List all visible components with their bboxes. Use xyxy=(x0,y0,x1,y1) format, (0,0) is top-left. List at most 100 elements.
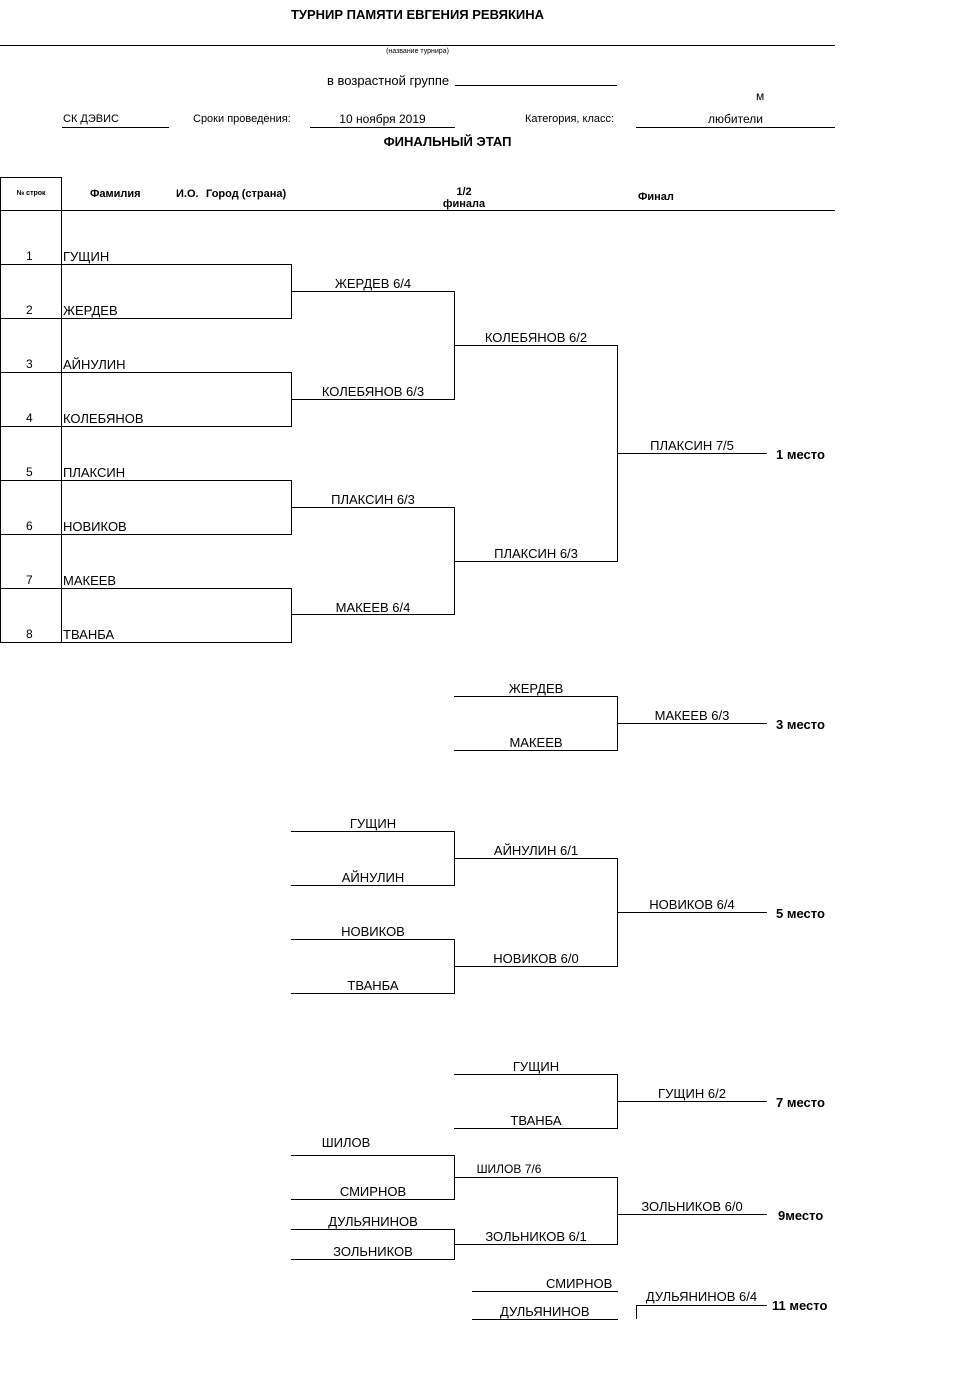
bracket-line xyxy=(291,993,455,994)
player-name: АЙНУЛИН xyxy=(63,357,126,372)
tournament-title: ТУРНИР ПАМЯТИ ЕВГЕНИЯ РЕВЯКИНА xyxy=(290,7,545,22)
placement-result: НОВИКОВ 6/4 xyxy=(649,897,735,912)
row-divider xyxy=(0,642,292,643)
bracket-line xyxy=(291,1199,455,1200)
bracket-line xyxy=(454,750,618,751)
bracket-line xyxy=(291,1229,455,1230)
bracket-line xyxy=(291,1259,455,1260)
gender-mark: м xyxy=(756,89,765,103)
bracket-line xyxy=(636,1305,767,1306)
player-name: ГУЩИН xyxy=(63,249,110,264)
player-slot: ШИЛОВ xyxy=(321,1135,371,1150)
bracket-line xyxy=(472,1319,618,1320)
qf-result: ПЛАКСИН 6/3 xyxy=(331,492,415,507)
bracket-line xyxy=(291,885,455,886)
placement-result: ДУЛЬЯНИНОВ 6/4 xyxy=(645,1289,758,1304)
bracket-line xyxy=(291,939,455,940)
row-number: 6 xyxy=(26,519,33,533)
col-row-no: № строк xyxy=(16,190,46,197)
player-slot: ГУЩИН xyxy=(349,816,397,831)
row-number: 4 xyxy=(26,411,33,425)
player-name: КОЛЕБЯНОВ xyxy=(63,411,144,426)
bracket-connector xyxy=(636,1305,637,1319)
dates-underline xyxy=(310,127,455,128)
place-label: 7 место xyxy=(776,1095,825,1110)
player-name: ТВАНБА xyxy=(63,627,115,642)
row-number: 5 xyxy=(26,465,33,479)
bracket-line xyxy=(617,1214,767,1215)
row-number: 2 xyxy=(26,303,33,317)
bracket-line xyxy=(454,1177,618,1178)
player-slot: СМИРНОВ xyxy=(339,1184,407,1199)
player-slot: СМИРНОВ xyxy=(546,1276,613,1291)
club-name: СК ДЭВИС xyxy=(63,113,119,125)
player-slot: НОВИКОВ xyxy=(341,924,405,939)
place-label: 11 место xyxy=(772,1298,828,1313)
bracket-line xyxy=(291,399,455,400)
row-divider xyxy=(0,426,292,427)
player-slot: ЖЕРДЕВ xyxy=(508,681,564,696)
bracket-line xyxy=(454,1128,618,1129)
bracket-line xyxy=(454,696,618,697)
player-slot: ТВАНБА xyxy=(347,978,399,993)
place-label: 3 место xyxy=(776,717,825,732)
bracket-line xyxy=(617,1101,767,1102)
bracket-line xyxy=(291,831,455,832)
player-name: ЖЕРДЕВ xyxy=(63,303,118,318)
title-underline xyxy=(0,45,835,46)
player-name: НОВИКОВ xyxy=(63,519,127,534)
sf-result: АЙНУЛИН 6/1 xyxy=(493,843,579,858)
placement-result: ГУЩИН 6/2 xyxy=(658,1086,726,1101)
col-final: Финал xyxy=(638,191,674,203)
bracket-line xyxy=(454,858,618,859)
player-slot: ГУЩИН xyxy=(512,1059,560,1074)
row-number: 1 xyxy=(26,249,33,263)
place-label: 1 место xyxy=(776,447,825,462)
category-underline xyxy=(636,127,835,128)
dates-value: 10 ноября 2019 xyxy=(339,112,426,126)
player-slot: ДУЛЬЯНИНОВ xyxy=(500,1304,590,1319)
player-slot: АЙНУЛИН xyxy=(341,870,405,885)
player-slot: ТВАНБА xyxy=(510,1113,562,1128)
category-value: любители xyxy=(708,112,763,126)
bracket-line xyxy=(291,507,455,508)
row-divider xyxy=(0,480,292,481)
player-name: ПЛАКСИН xyxy=(63,465,126,480)
age-group-field xyxy=(455,85,617,86)
sf-result: ШИЛОВ 7/6 xyxy=(476,1162,542,1176)
col-surname: Фамилия xyxy=(90,188,141,200)
stage-title: ФИНАЛЬНЫЙ ЭТАП xyxy=(383,134,512,149)
qf-result: КОЛЕБЯНОВ 6/3 xyxy=(321,384,425,399)
row-number: 3 xyxy=(26,357,33,371)
row-number: 7 xyxy=(26,573,33,587)
place-label: 9место xyxy=(778,1208,824,1223)
placement-result: МАКЕЕВ 6/3 xyxy=(654,708,730,723)
final-result: ПЛАКСИН 7/5 xyxy=(650,438,734,453)
header-top-line xyxy=(0,177,62,178)
header-bottom-line xyxy=(0,210,835,211)
place-label: 5 место xyxy=(776,906,825,921)
player-slot: ЗОЛЬНИКОВ xyxy=(333,1244,413,1259)
bracket-connector xyxy=(617,1177,618,1244)
bracket-line xyxy=(291,614,455,615)
bracket-line xyxy=(454,345,618,346)
sf-result: ПЛАКСИН 6/3 xyxy=(494,546,578,561)
bracket-line xyxy=(617,912,767,913)
age-group-label: в возрастной группе xyxy=(327,73,450,88)
bracket-line xyxy=(454,1074,618,1075)
club-underline xyxy=(62,127,169,128)
bracket-line xyxy=(454,1244,618,1245)
row-divider xyxy=(0,588,292,589)
bracket-line xyxy=(617,453,767,454)
bracket-connector xyxy=(291,588,292,642)
sf-result: НОВИКОВ 6/0 xyxy=(493,951,579,966)
sf-result: КОЛЕБЯНОВ 6/2 xyxy=(484,330,588,345)
col-initials: И.О. xyxy=(176,188,199,200)
col-semifinal-2: финала xyxy=(442,198,486,210)
bracket-line xyxy=(291,1155,455,1156)
sf-result: ЗОЛЬНИКОВ 6/1 xyxy=(485,1229,587,1244)
qf-result: ЖЕРДЕВ 6/4 xyxy=(334,276,412,291)
bracket-line xyxy=(454,966,618,967)
player-name: МАКЕЕВ xyxy=(63,573,117,588)
category-label: Категория, класс: xyxy=(525,113,615,125)
